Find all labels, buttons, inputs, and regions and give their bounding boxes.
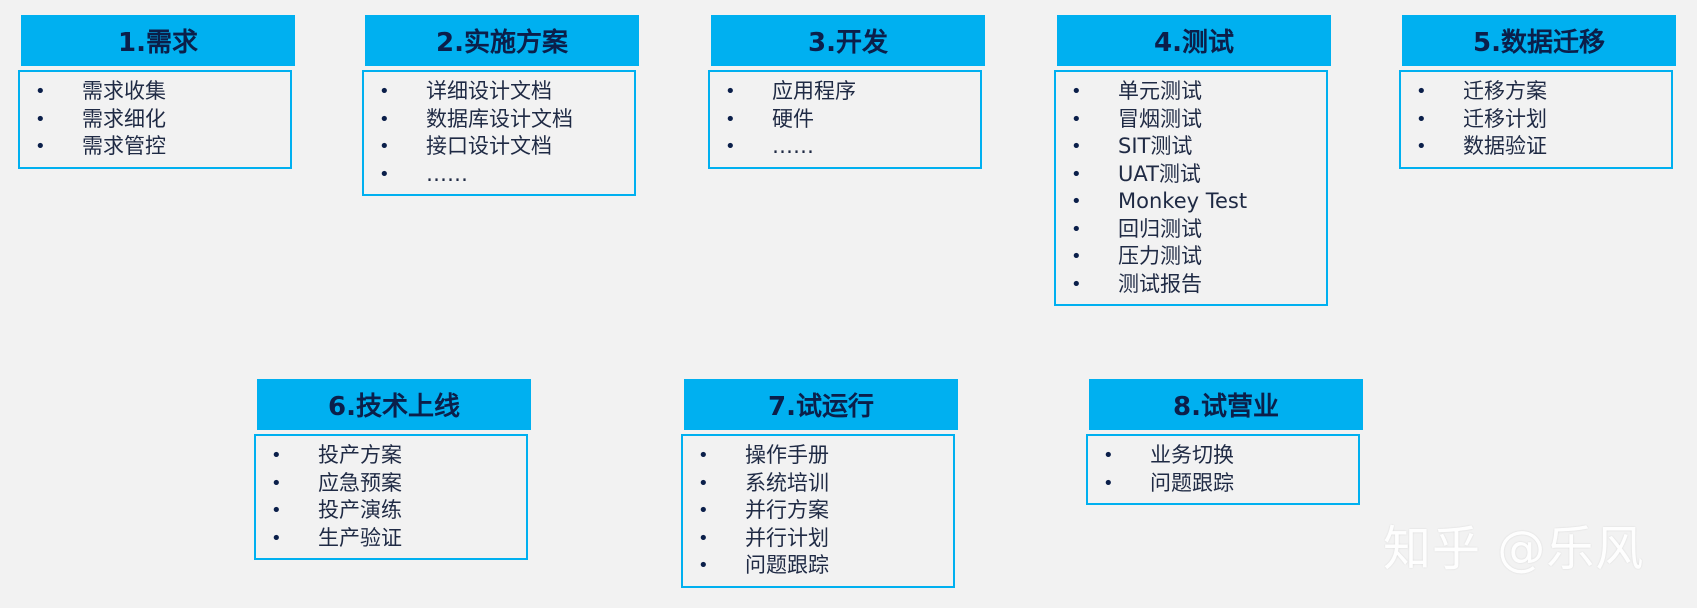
- watermark: 知乎 @乐风: [1383, 521, 1645, 577]
- phase-item: 压力测试: [1056, 243, 1326, 271]
- phase-title: 6.技术上线: [328, 392, 460, 422]
- phase-item: 数据验证: [1401, 133, 1671, 161]
- phase-item: 需求管控: [20, 133, 290, 161]
- phase-item-list: 应用程序 硬件 ……: [710, 78, 980, 161]
- phase-card-development: 3.开发 应用程序 硬件 ……: [708, 15, 985, 169]
- phase-item: 数据库设计文档: [364, 106, 634, 134]
- phase-item: 业务切换: [1088, 442, 1358, 470]
- phase-item: 生产验证: [256, 525, 526, 553]
- phase-card-implementation-plan: 2.实施方案 详细设计文档 数据库设计文档 接口设计文档 ……: [362, 15, 639, 196]
- phase-item-list: 迁移方案 迁移计划 数据验证: [1401, 78, 1671, 161]
- phase-item: 迁移计划: [1401, 106, 1671, 134]
- phase-item: 详细设计文档: [364, 78, 634, 106]
- phase-title: 3.开发: [808, 28, 888, 58]
- phase-body: 迁移方案 迁移计划 数据验证: [1399, 70, 1673, 169]
- phase-item-list: 投产方案 应急预案 投产演练 生产验证: [256, 442, 526, 552]
- phase-item: 应用程序: [710, 78, 980, 106]
- phase-body: 单元测试 冒烟测试 SIT测试 UAT测试 Monkey Test 回归测试 压…: [1054, 70, 1328, 306]
- phase-item: 系统培训: [683, 470, 953, 498]
- phase-item: 问题跟踪: [683, 552, 953, 580]
- phase-card-requirements: 1.需求 需求收集 需求细化 需求管控: [18, 15, 295, 169]
- phase-body: 操作手册 系统培训 并行方案 并行计划 问题跟踪: [681, 434, 955, 588]
- phase-item: 操作手册: [683, 442, 953, 470]
- phase-title: 7.试运行: [768, 392, 874, 422]
- phase-item: 应急预案: [256, 470, 526, 498]
- phase-header: 6.技术上线: [257, 379, 531, 430]
- phase-title: 1.需求: [118, 28, 198, 58]
- phase-body: 详细设计文档 数据库设计文档 接口设计文档 ……: [362, 70, 636, 196]
- phase-body: 投产方案 应急预案 投产演练 生产验证: [254, 434, 528, 560]
- phase-title: 2.实施方案: [436, 28, 568, 58]
- phase-item: 并行方案: [683, 497, 953, 525]
- phase-header: 3.开发: [711, 15, 985, 66]
- phase-card-go-live: 6.技术上线 投产方案 应急预案 投产演练 生产验证: [254, 379, 531, 560]
- phase-item: 需求细化: [20, 106, 290, 134]
- phase-title: 8.试营业: [1173, 392, 1279, 422]
- phase-item: 测试报告: [1056, 271, 1326, 299]
- phase-item: 投产演练: [256, 497, 526, 525]
- phase-card-trial-run: 7.试运行 操作手册 系统培训 并行方案 并行计划 问题跟踪: [681, 379, 958, 588]
- phase-card-trial-operation: 8.试营业 业务切换 问题跟踪: [1086, 379, 1363, 505]
- phase-item: ……: [364, 161, 634, 189]
- phase-card-data-migration: 5.数据迁移 迁移方案 迁移计划 数据验证: [1399, 15, 1676, 169]
- phase-item-list: 需求收集 需求细化 需求管控: [20, 78, 290, 161]
- phase-item: Monkey Test: [1056, 188, 1326, 216]
- phase-item-list: 业务切换 问题跟踪: [1088, 442, 1358, 497]
- phase-item: UAT测试: [1056, 161, 1326, 189]
- phase-card-testing: 4.测试 单元测试 冒烟测试 SIT测试 UAT测试 Monkey Test 回…: [1054, 15, 1331, 306]
- phase-item: SIT测试: [1056, 133, 1326, 161]
- phase-item: 回归测试: [1056, 216, 1326, 244]
- phase-item: 投产方案: [256, 442, 526, 470]
- phase-title: 5.数据迁移: [1473, 28, 1605, 58]
- phase-header: 2.实施方案: [365, 15, 639, 66]
- phase-item: 需求收集: [20, 78, 290, 106]
- phase-item: ……: [710, 133, 980, 161]
- phase-item: 问题跟踪: [1088, 470, 1358, 498]
- phase-item: 接口设计文档: [364, 133, 634, 161]
- phase-item: 并行计划: [683, 525, 953, 553]
- phase-item: 硬件: [710, 106, 980, 134]
- phase-header: 7.试运行: [684, 379, 958, 430]
- phase-header: 5.数据迁移: [1402, 15, 1676, 66]
- phase-title: 4.测试: [1154, 28, 1234, 58]
- phase-item: 迁移方案: [1401, 78, 1671, 106]
- phase-body: 需求收集 需求细化 需求管控: [18, 70, 292, 169]
- phase-header: 1.需求: [21, 15, 295, 66]
- phase-item: 单元测试: [1056, 78, 1326, 106]
- phase-item-list: 单元测试 冒烟测试 SIT测试 UAT测试 Monkey Test 回归测试 压…: [1056, 78, 1326, 298]
- phase-item-list: 操作手册 系统培训 并行方案 并行计划 问题跟踪: [683, 442, 953, 580]
- phase-item: 冒烟测试: [1056, 106, 1326, 134]
- phase-body: 业务切换 问题跟踪: [1086, 434, 1360, 505]
- phase-item-list: 详细设计文档 数据库设计文档 接口设计文档 ……: [364, 78, 634, 188]
- phase-body: 应用程序 硬件 ……: [708, 70, 982, 169]
- phase-header: 8.试营业: [1089, 379, 1363, 430]
- phase-header: 4.测试: [1057, 15, 1331, 66]
